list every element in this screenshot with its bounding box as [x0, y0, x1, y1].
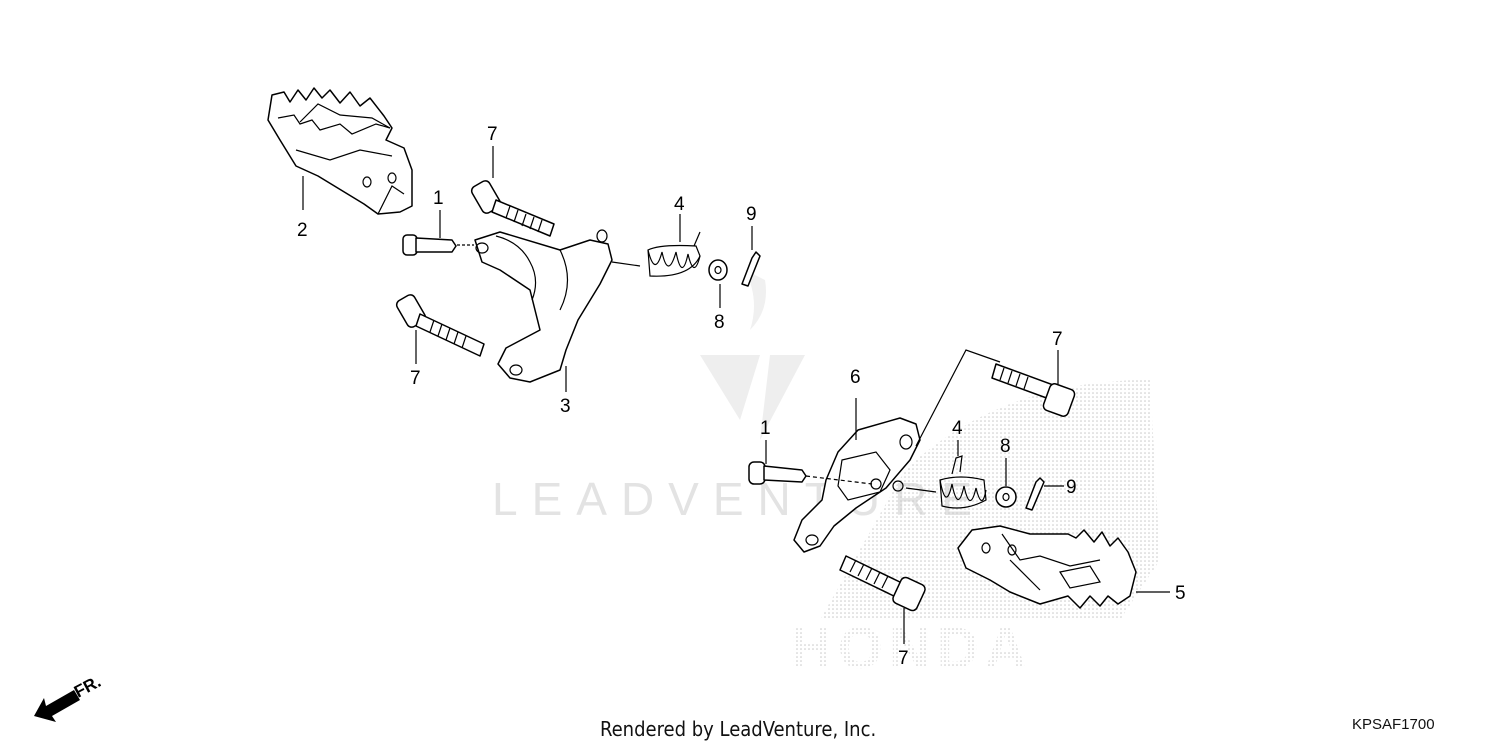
left-bolt-upper: [470, 180, 555, 237]
callout-1-left: 1: [433, 188, 444, 209]
left-cotter-pin: [741, 251, 761, 287]
left-footpeg: [267, 87, 413, 215]
callout-3: 3: [560, 396, 571, 417]
brand-watermark-text: HONDA: [790, 616, 1033, 681]
right-bracket: [793, 417, 921, 553]
callout-8-left: 8: [714, 312, 725, 333]
callouts: 1 2 3 4 7 7 8 9 1 4 5 6 7 7 8 9: [297, 124, 1186, 669]
callout-1-right: 1: [760, 418, 771, 439]
callout-7-left-lower: 7: [410, 368, 421, 389]
diagram-code: KPSAF1700: [1352, 716, 1435, 733]
right-spring: [905, 455, 987, 509]
callout-2: 2: [297, 220, 308, 241]
left-pin: [402, 234, 457, 256]
callout-7-right-upper: 7: [1052, 329, 1063, 350]
left-spring: [611, 231, 701, 277]
callout-6: 6: [850, 367, 861, 388]
rendered-by-text: Rendered by LeadVenture, Inc.: [600, 717, 877, 741]
right-pin: [748, 461, 807, 485]
callout-9-right: 9: [1066, 477, 1077, 498]
callout-9-left: 9: [746, 204, 757, 225]
left-bolt-lower: [395, 294, 485, 357]
callout-8-right: 8: [1000, 436, 1011, 457]
callout-4-left: 4: [674, 194, 685, 215]
callout-5: 5: [1175, 583, 1186, 604]
right-bolt-lower: [839, 555, 926, 612]
front-direction-arrow: FR.: [34, 672, 104, 722]
right-bolt-upper: [991, 363, 1076, 417]
left-bracket: [474, 229, 613, 383]
right-washer: [995, 486, 1017, 508]
callout-7-right-lower: 7: [898, 648, 909, 669]
callout-4-right: 4: [952, 418, 963, 439]
right-footpeg: [957, 525, 1137, 609]
left-washer: [708, 259, 728, 281]
right-cotter-pin: [1025, 477, 1045, 511]
callout-7-left-upper: 7: [487, 124, 498, 145]
